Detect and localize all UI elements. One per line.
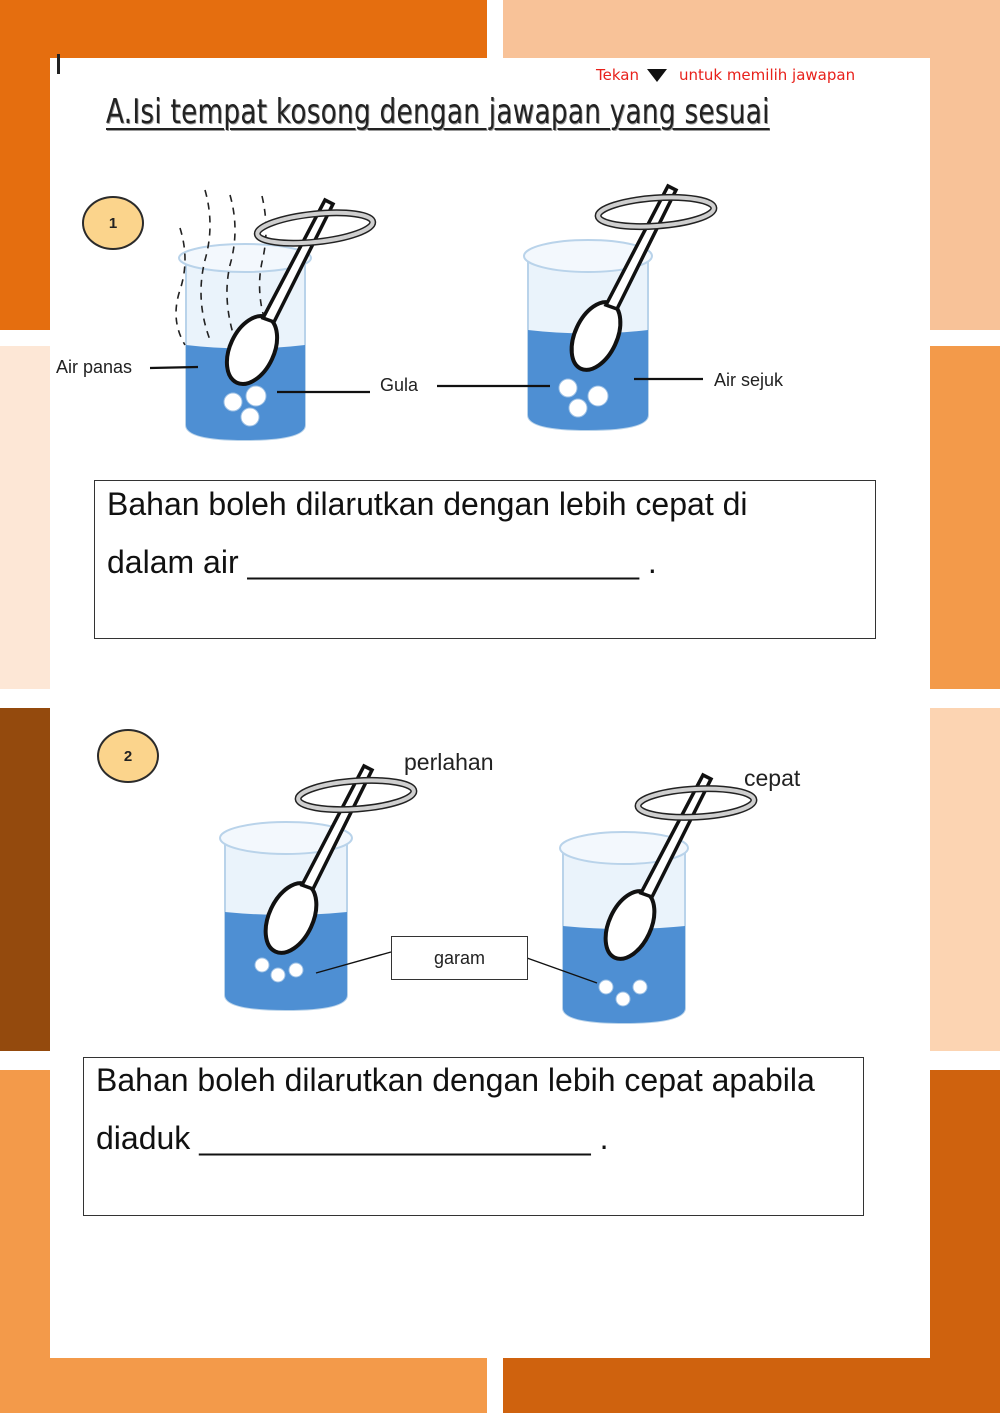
steam-lines [175, 189, 269, 346]
question-2-line-1: Bahan boleh dilarutkan dengan lebih cepa… [96, 1062, 815, 1098]
question-2-line-2: diaduk ______________________ . [96, 1120, 609, 1157]
bg-block-right-3 [930, 708, 1000, 1051]
question-1-suffix: . [647, 544, 657, 580]
bg-block-bottom-left [0, 1357, 487, 1413]
question-1-line-2: dalam air ______________________ . [107, 544, 657, 581]
bg-block-bottom-right [503, 1357, 1000, 1413]
spoon-3 [263, 763, 375, 955]
sugar-cubes-hot [223, 385, 267, 427]
instruction-after: untuk memilih jawapan [678, 66, 856, 84]
label-gula: Gula [380, 375, 419, 395]
label-air-panas: Air panas [56, 357, 133, 377]
salt-grains-slow [254, 957, 304, 983]
bg-block-left-1 [0, 0, 50, 330]
question-1-box [94, 480, 876, 639]
dropdown-triangle-icon [646, 68, 667, 82]
bg-block-top-left [0, 0, 487, 58]
instruction-hint: Tekan untuk memilih jawapan [596, 66, 855, 84]
salt-grains-fast [598, 979, 648, 1007]
question-2-box [83, 1057, 864, 1216]
question-1-prefix: dalam air [107, 544, 239, 580]
page-title: A.Isi tempat kosong dengan jawapan yang … [106, 92, 770, 132]
text-cursor-mark [57, 54, 60, 74]
label-perlahan: perlahan [404, 749, 494, 775]
spoon-1 [224, 197, 336, 386]
bg-block-left-4 [0, 1070, 50, 1413]
question-1-answer-blank[interactable]: ______________________ [247, 544, 640, 580]
question-1-line-1: Bahan boleh dilarutkan dengan lebih cepa… [107, 486, 748, 522]
question-1-badge: 1 [82, 196, 144, 250]
bg-block-right-4 [930, 1070, 1000, 1413]
question-2-prefix: diaduk [96, 1120, 191, 1156]
bg-block-left-3 [0, 708, 50, 1051]
label-cepat: cepat [744, 765, 801, 791]
q2-pointer-lines [315, 951, 598, 984]
bg-block-right-2 [930, 346, 1000, 689]
label-garam: garam [391, 936, 528, 980]
label-air-sejuk: Air sejuk [714, 370, 784, 390]
q1-pointer-lines [149, 365, 703, 394]
question-2-badge: 2 [97, 729, 159, 783]
question-2-answer-blank[interactable]: ______________________ [199, 1120, 591, 1156]
bg-block-left-2 [0, 346, 50, 689]
instruction-before: Tekan [596, 66, 639, 84]
bg-block-top-right [503, 0, 1000, 58]
question-2-suffix: . [599, 1120, 609, 1156]
bg-block-right-1 [930, 0, 1000, 330]
sugar-cubes-cold [558, 378, 609, 418]
